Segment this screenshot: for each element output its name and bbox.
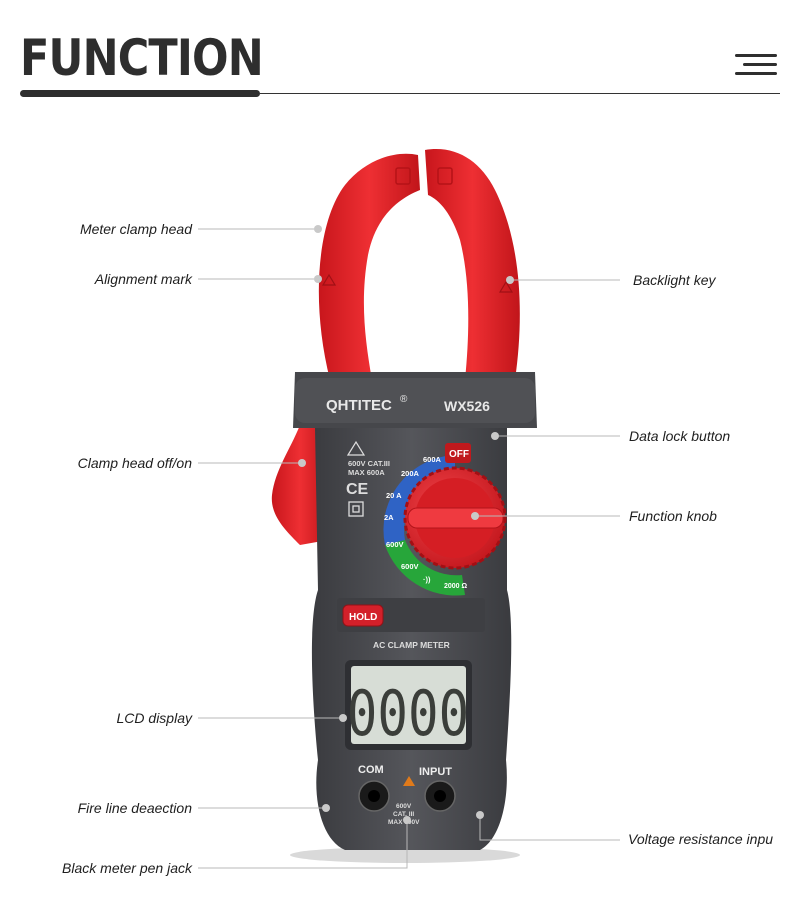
svg-text:2A: 2A — [384, 513, 394, 522]
title-underline — [20, 90, 260, 97]
svg-text:600V: 600V — [396, 803, 412, 810]
panel-label: AC CLAMP METER — [373, 640, 450, 650]
callout-dots — [298, 225, 514, 824]
callout-function-knob: Function knob — [629, 508, 717, 524]
svg-text:·)): ·)) — [423, 575, 431, 584]
callout-lines — [198, 228, 620, 869]
callout-alignment-mark: Alignment mark — [94, 271, 192, 287]
callout-voltage-resistance-input: Voltage resistance inpu — [628, 831, 774, 847]
svg-text:COM: COM — [358, 764, 384, 776]
function-knob — [403, 466, 507, 570]
menu-icon[interactable] — [735, 52, 777, 78]
callout-backlight-key: Backlight key — [633, 272, 716, 288]
callout-data-lock-button: Data lock button — [629, 428, 731, 444]
svg-text:600V: 600V — [386, 540, 404, 549]
off-label: OFF — [449, 449, 469, 460]
callout-black-meter-pen-jack: Black meter pen jack — [62, 860, 192, 876]
callout-clamp-head-off-on: Clamp head off/on — [77, 455, 192, 471]
hold-button: HOLD — [349, 612, 377, 623]
callout-lcd-display: LCD display — [116, 710, 192, 726]
clamp-head — [318, 149, 520, 380]
page-title: FUNCTION — [20, 29, 264, 87]
brand-text: QHTITEC — [326, 397, 392, 414]
model-text: WX526 — [444, 398, 490, 414]
svg-text:MAX 600A: MAX 600A — [348, 468, 385, 477]
svg-text:600V: 600V — [401, 562, 419, 571]
svg-text:CAT. III: CAT. III — [393, 811, 414, 818]
header-divider — [260, 93, 780, 94]
svg-text:20 A: 20 A — [386, 491, 402, 500]
svg-text:2000 Ω: 2000 Ω — [444, 583, 468, 590]
clamp-trigger — [271, 425, 328, 545]
svg-text:600V CAT.III: 600V CAT.III — [348, 459, 390, 468]
lcd-value: 0000 — [347, 678, 469, 750]
svg-text:600A: 600A — [423, 455, 442, 464]
svg-text:®: ® — [400, 394, 408, 405]
callout-fire-line-detection: Fire line deaection — [77, 800, 192, 816]
svg-text:200A: 200A — [401, 469, 420, 478]
callout-meter-clamp-head: Meter clamp head — [79, 221, 192, 237]
svg-text:CE: CE — [346, 481, 369, 498]
svg-text:INPUT: INPUT — [419, 766, 452, 778]
